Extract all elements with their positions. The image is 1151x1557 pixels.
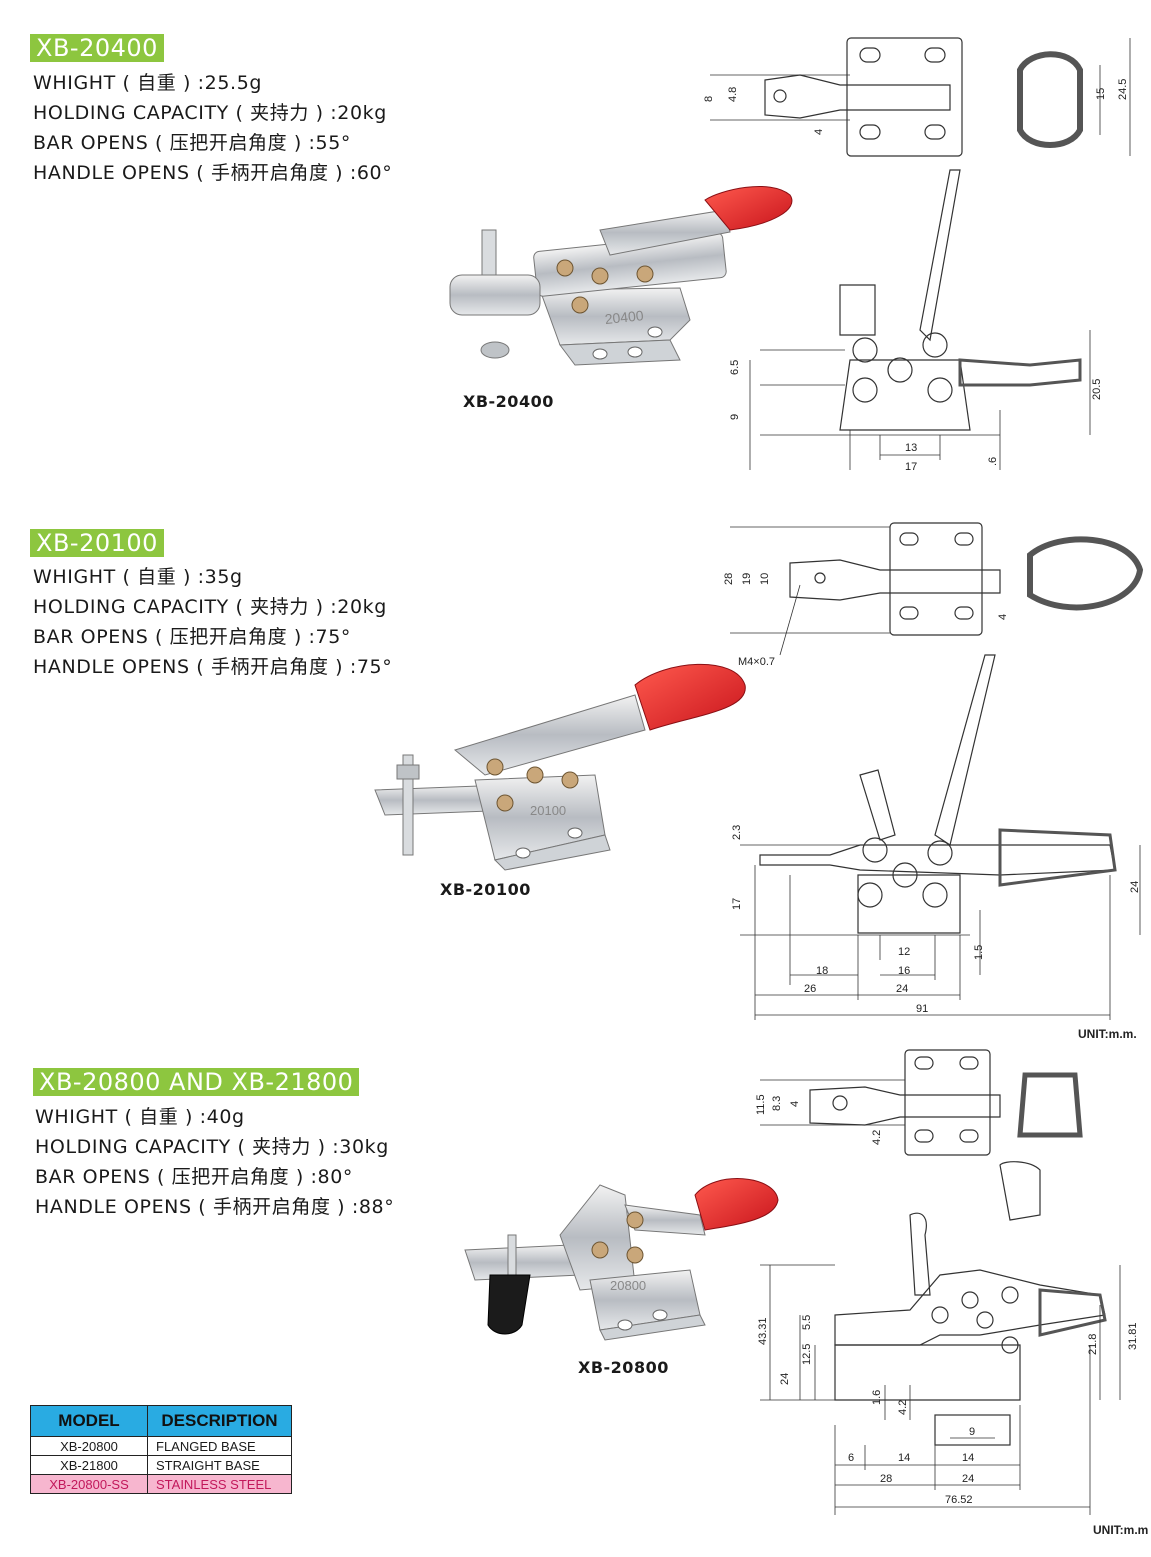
dim-label: 16 [898,965,910,977]
product-stamp: 20400 [604,307,645,327]
model-title: XB-20100 [30,529,164,557]
spec-bar-opens: BAR OPENS ( 压把开启角度 ) :75° [33,626,352,648]
dim-label: 9 [729,414,741,420]
dim-label: 8 [703,96,715,102]
table-cell-model: XB-21800 [30,1455,148,1475]
table-cell-description: FLANGED BASE [147,1436,292,1456]
table-header-row: MODEL DESCRIPTION [30,1405,292,1437]
table-cell-model: XB-20800-SS [30,1474,148,1494]
spec-weight: WHIGHT ( 自重 ) :40g [35,1106,245,1128]
spec-bar-opens: BAR OPENS ( 压把开启角度 ) :80° [35,1166,354,1188]
dim-label: 91 [916,1003,928,1015]
dim-label: 28 [880,1473,892,1485]
model-table: MODEL DESCRIPTION XB-20800 FLANGED BASE … [30,1405,292,1494]
dim-label: 14 [898,1452,910,1464]
dim-label: 12 [898,946,910,958]
table-header-model: MODEL [30,1405,148,1437]
dim-label: 76.52 [945,1494,973,1506]
dim-label: 20.5 [1091,379,1103,400]
model-title: XB-20800 AND XB-21800 [33,1068,360,1096]
technical-drawing: 11.5 8.3 4 4.2 43.31 5.5 12.5 24 21.8 31… [755,1049,1139,1515]
dim-label: 17 [905,461,917,470]
unit-label: UNIT:m.m. [1078,1027,1137,1041]
dim-label: 18 [816,965,828,977]
dim-label: 24.5 [1117,79,1129,100]
product-photo: 20400 [449,186,793,366]
table-cell-description: STAINLESS STEEL [147,1474,292,1494]
spec-handle-opens: HANDLE OPENS ( 手柄开启角度 ) :88° [35,1196,395,1218]
table-header-description: DESCRIPTION [147,1405,292,1437]
section-xb-20400: XB-20400 WHIGHT ( 自重 ) :25.5g HOLDING CA… [0,0,1151,490]
table-row: XB-21800 STRAIGHT BASE [30,1455,292,1475]
product-stamp: 20800 [610,1278,646,1293]
spec-handle-opens: HANDLE OPENS ( 手柄开启角度 ) :60° [33,162,393,184]
dim-label: 10 [759,573,771,585]
photo-label: XB-20400 [463,392,554,411]
dim-label: 24 [896,983,908,995]
dim-label: 4.2 [897,1400,909,1415]
dim-label: 15 [1095,88,1107,100]
table-cell-model: XB-20800 [30,1436,148,1456]
spec-holding-capacity: HOLDING CAPACITY ( 夹持力 ) :20kg [33,102,387,124]
table-row: XB-20800 FLANGED BASE [30,1436,292,1456]
dim-label: 4 [997,614,1009,620]
unit-label: UNIT:m.m [1093,1523,1149,1537]
dim-label: 4.8 [727,87,739,102]
dim-label: 1.5 [973,945,985,960]
dim-label: 26 [804,983,816,995]
dim-label: 5.5 [801,1315,813,1330]
dim-label: 43.31 [757,1317,769,1345]
product-photo: 20100 [374,663,746,871]
spec-weight: WHIGHT ( 自重 ) :35g [33,566,243,588]
dim-label: 4 [813,129,825,135]
dim-label: .6 [987,457,999,466]
dim-label: 14 [962,1452,974,1464]
table-cell-description: STRAIGHT BASE [147,1455,292,1475]
dim-label: M4×0.7 [738,656,775,668]
dim-label: 6.5 [729,360,741,375]
dim-label: 24 [1129,881,1141,893]
dim-label: 19 [741,573,753,585]
dim-label: 4.2 [871,1130,883,1145]
dim-label: 11.5 [755,1094,767,1115]
dim-label: 1.6 [871,1390,883,1405]
dim-label: 31.81 [1127,1322,1139,1350]
dim-label: 8.3 [771,1096,783,1111]
dim-label: 24 [962,1473,974,1485]
dim-label: 9 [969,1426,975,1438]
spec-weight: WHIGHT ( 自重 ) :25.5g [33,72,263,94]
dim-label: 2.3 [731,825,743,840]
dim-label: 17 [731,898,743,910]
photo-label: XB-20100 [440,880,531,899]
technical-drawing: 8 4.8 4 15 24.5 6.5 9 20.5 13 17 .6 [703,37,1131,470]
dim-label: 12.5 [801,1344,813,1365]
spec-holding-capacity: HOLDING CAPACITY ( 夹持力 ) :20kg [33,596,387,618]
spec-handle-opens: HANDLE OPENS ( 手柄开启角度 ) :75° [33,656,393,678]
dim-label: 13 [905,442,917,454]
product-stamp: 20100 [530,803,566,818]
technical-drawing: 28 19 10 4 M4×0.7 2.3 17 24 12 16 1.5 18… [723,522,1144,1020]
table-row: XB-20800-SS STAINLESS STEEL [30,1474,292,1494]
photo-label: XB-20800 [578,1358,669,1377]
dim-label: 4 [789,1101,801,1107]
spec-bar-opens: BAR OPENS ( 压把开启角度 ) :55° [33,132,352,154]
model-title: XB-20400 [30,34,164,62]
spec-holding-capacity: HOLDING CAPACITY ( 夹持力 ) :30kg [35,1136,389,1158]
dim-label: 21.8 [1087,1334,1099,1355]
dim-label: 6 [848,1452,854,1464]
section-xb-20100: XB-20100 WHIGHT ( 自重 ) :35g HOLDING CAPA… [30,522,1144,1041]
dim-label: 24 [779,1373,791,1385]
product-photo: 20800 [464,1178,779,1341]
dim-label: 28 [723,573,735,585]
